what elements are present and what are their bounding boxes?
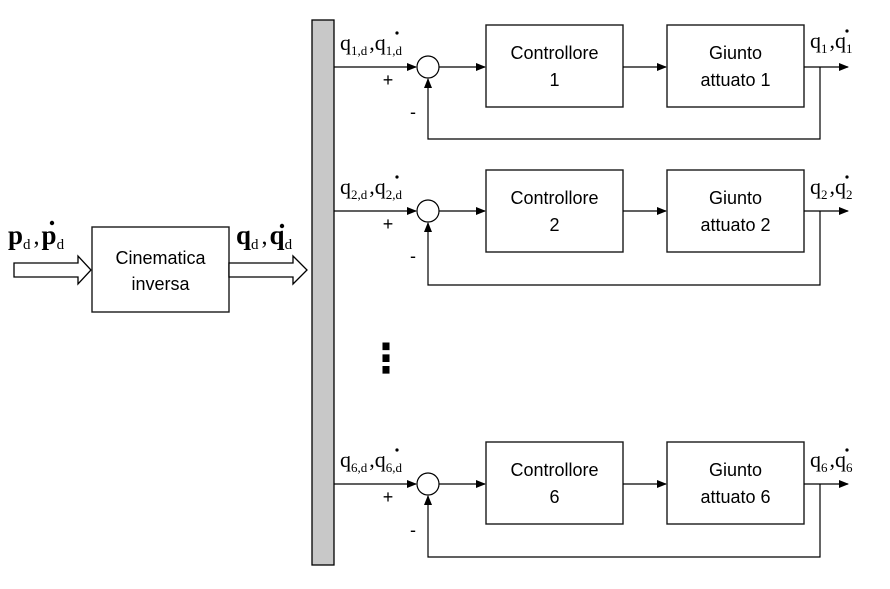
loop-6-joint-block	[666, 441, 805, 525]
svg-text:attuato 6: attuato 6	[700, 487, 770, 507]
loop-6-summing-junction	[416, 472, 440, 496]
bus-output-label: qd,qd	[236, 220, 293, 253]
loop-6-plus: +	[383, 487, 394, 507]
loop-1-controller-block	[485, 24, 624, 108]
bus-output-dot	[279, 223, 285, 229]
loop-1-joint-block	[666, 24, 805, 108]
inverse-kinematics-label-2: inversa	[131, 274, 190, 294]
loop-2-ref-label: q2,d,q2,d	[340, 174, 403, 202]
loop-6-out-label: q6,q6	[810, 447, 853, 475]
input-main: p	[8, 220, 23, 250]
svg-text:attuato 1: attuato 1	[700, 70, 770, 90]
svg-text:2: 2	[549, 215, 559, 235]
loop-1-minus: -	[410, 102, 416, 122]
loops-ellipsis: ⋮	[366, 336, 406, 382]
inverse-kinematics-label-1: Cinematica	[115, 248, 206, 268]
input-signal-label: pd,pd	[8, 220, 65, 253]
svg-text:Controllore: Controllore	[510, 43, 598, 63]
loop-2-summing-junction	[416, 199, 440, 223]
svg-text:Controllore: Controllore	[510, 188, 598, 208]
loop-6: q6,d,q6,d + Controllore 6 Giunto attuato…	[334, 441, 853, 558]
loop-2-out-label: q2,q2	[810, 174, 853, 202]
svg-text:6: 6	[549, 487, 559, 507]
loop-1-out-label: q1,q1	[810, 28, 853, 56]
loop-1-ref-label: q1,d,q1,d	[340, 30, 403, 58]
inverse-kinematics-block	[91, 226, 230, 313]
svg-text:Controllore: Controllore	[510, 460, 598, 480]
svg-text:Giunto: Giunto	[709, 460, 762, 480]
loop-1-plus: +	[383, 70, 394, 90]
loop-6-controller-block	[485, 441, 624, 525]
bus-output-main: q	[236, 220, 251, 250]
svg-text:1: 1	[549, 70, 559, 90]
input-sub: d	[23, 237, 31, 253]
loop-1: q1,d,q1,d + Controllore 1 Giunto attuato…	[334, 24, 853, 140]
loop-6-ref-label: q6,d,q6,d	[340, 447, 403, 475]
loop-2-minus: -	[410, 246, 416, 266]
loop-2-joint-block	[666, 169, 805, 253]
input-main2: p	[42, 220, 57, 250]
svg-text:Giunto: Giunto	[709, 188, 762, 208]
input-dot	[49, 220, 55, 226]
signal-bus	[311, 19, 335, 566]
bus-output-sub: d	[251, 237, 259, 253]
loop-2: q2,d,q2,d + Controllore 2 Giunto attuato…	[334, 169, 853, 286]
svg-text:attuato 2: attuato 2	[700, 215, 770, 235]
input-hollow-arrow	[13, 254, 92, 286]
input-sub2: d	[57, 237, 65, 253]
bus-hollow-arrow	[228, 254, 308, 286]
loop-6-minus: -	[410, 520, 416, 540]
loop-2-plus: +	[383, 214, 394, 234]
loop-2-controller-block	[485, 169, 624, 253]
svg-text:Giunto: Giunto	[709, 43, 762, 63]
loop-1-summing-junction	[416, 55, 440, 79]
bus-output-sub2: d	[285, 237, 293, 253]
